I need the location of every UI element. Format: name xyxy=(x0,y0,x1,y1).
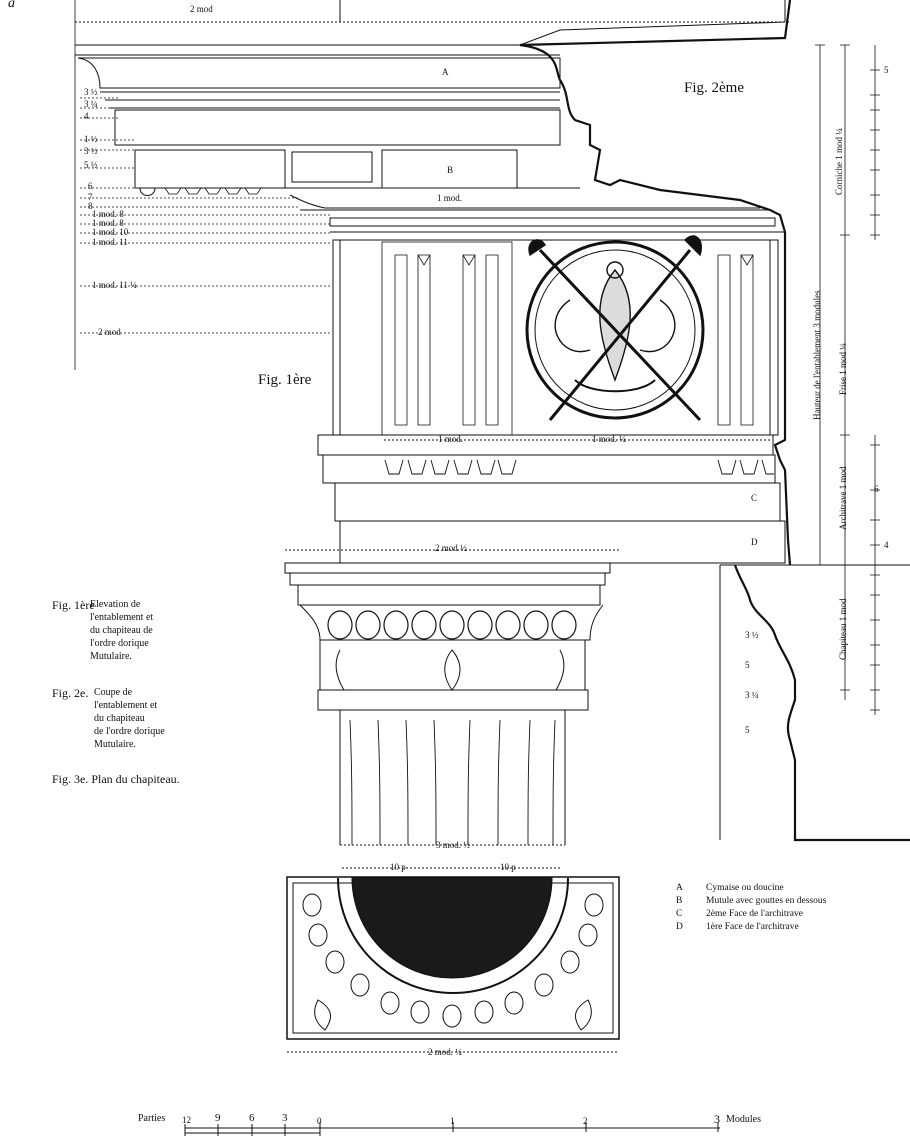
scale-tick-3b: 3 xyxy=(714,1112,720,1126)
left-tick-3: 4 xyxy=(84,111,89,121)
right-dimension-scale xyxy=(815,44,880,715)
vlabel-hauteur: Hauteur de l'entablement 3 modules xyxy=(812,290,822,420)
caption-fig2-line: l'entablement et xyxy=(94,700,158,711)
column-shaft xyxy=(339,710,566,846)
dim-1mod-frieze: 1 mod. xyxy=(438,434,464,444)
legend-item-c: C 2ème Face de l'architrave xyxy=(676,908,826,921)
right-tick-4: 3 ½ xyxy=(745,630,759,640)
scale-tick-12: 12 xyxy=(182,1115,191,1125)
left-dimension-guides xyxy=(74,0,330,370)
legend-text: Mutule avec gouttes en dessous xyxy=(706,896,827,906)
capital-plan xyxy=(286,867,620,1053)
section-letter-b: B xyxy=(447,165,454,175)
architrave xyxy=(317,434,786,564)
left-tick-5: 3 ½ xyxy=(84,146,98,156)
caption-fig1-body: Elevation de l'entablement et du chapite… xyxy=(90,598,153,663)
legend-item-a: A Cymaise ou doucine xyxy=(676,882,826,895)
left-tick-4: 1 ½ xyxy=(84,134,98,144)
vlabel-corniche: Corniche 1 mod ¼ xyxy=(834,128,844,195)
right-tick-2: 6 xyxy=(874,484,879,494)
left-dim-1mod-10: 1 mod. 10 xyxy=(92,227,129,237)
legend: A Cymaise ou doucine B Mutule avec gouttes… xyxy=(676,882,826,934)
caption-fig1-line: Elevation de xyxy=(90,599,141,610)
section-letter-c: C xyxy=(751,493,758,503)
caption-fig3: Fig. 3e. Plan du chapiteau. xyxy=(52,772,180,786)
caption-fig1-line: l'ordre dorique xyxy=(90,638,149,649)
left-tick-1: 3 ½ xyxy=(84,87,98,97)
guttae-row-top xyxy=(164,187,262,195)
caption-fig2-line: Mutulaire. xyxy=(94,739,136,750)
left-dim-1mod-11q: 1 mod. 11 ¼ xyxy=(92,280,137,290)
caption-fig1-line: l'entablement et xyxy=(90,612,154,623)
dim-top-2mod: 2 mod xyxy=(190,4,213,14)
left-tick-6: 5 ½ xyxy=(84,160,98,170)
left-tick-8: 7 xyxy=(88,192,93,202)
caption-fig2-body: Coupe de l'entablement et du chapiteau d… xyxy=(94,686,165,751)
caption-fig1-line: du chapiteau de xyxy=(90,625,153,636)
caption-fig1: Fig. 1ère xyxy=(52,596,95,614)
fig1-title: Fig. 1ère xyxy=(258,372,312,388)
dim-2mod-quarter-plan: 2 mod. ¼ xyxy=(428,1047,463,1057)
caption-fig2: Fig. 2e. xyxy=(52,684,88,702)
legend-item-d: D 1ère Face de l'architrave xyxy=(676,921,826,934)
caption-fig1-line: Mutulaire. xyxy=(90,651,132,662)
caption-fig2-line: de l'ordre dorique xyxy=(94,726,165,737)
legend-key: C xyxy=(676,909,683,919)
left-dim-1mod-8: 1 mod. 8 xyxy=(92,209,124,219)
legend-text: 2ème Face de l'architrave xyxy=(706,909,803,919)
vlabel-frise: Frise 1 mod ¼ xyxy=(838,342,848,395)
right-tick-6: 3 ¼ xyxy=(745,690,759,700)
scale-tick-6: 6 xyxy=(249,1112,255,1124)
legend-text: Cymaise ou doucine xyxy=(706,883,784,893)
scale-label: Parties xyxy=(138,1113,166,1124)
legend-text: 1ère Face de l'architrave xyxy=(706,922,799,932)
left-dim-1mod-11: 1 mod. 11 xyxy=(92,237,128,247)
left-tick-9: 8 xyxy=(88,201,93,211)
legend-key: A xyxy=(676,883,683,893)
dim-3mod-col: 3 mod. ½ xyxy=(436,840,471,850)
caption-fig2-line: du chapiteau xyxy=(94,713,145,724)
frieze xyxy=(332,235,779,441)
caption-fig2-head: Fig. 2e. xyxy=(52,686,89,700)
legend-key: D xyxy=(676,922,683,932)
section-letter-a: A xyxy=(442,67,449,77)
left-dim-1mod-8b: 1 mod. 8 xyxy=(92,218,124,228)
vlabel-architrave: Architrave 1 mod xyxy=(838,466,848,530)
right-tick-1: 5 xyxy=(884,65,889,75)
dim-2mod-half: 2 mod ½ xyxy=(435,543,467,553)
dim-10p-left: 10 p xyxy=(390,862,406,872)
scale-unit: Modules xyxy=(726,1114,761,1125)
caption-fig2-line: Coupe de xyxy=(94,687,133,698)
left-dim-2mod: 2 mod xyxy=(98,327,121,337)
scale-tick-3a: 3 xyxy=(282,1112,288,1124)
right-tick-7: 5 xyxy=(745,725,750,735)
scale-tick-2: 2 xyxy=(583,1116,588,1126)
capital xyxy=(284,549,620,711)
vlabel-chapiteau: Chapiteau 1 mod xyxy=(838,598,848,661)
corner-letter: a xyxy=(8,0,15,11)
right-tick-3: 4 xyxy=(884,540,889,550)
fig2-title: Fig. 2ème xyxy=(684,80,744,96)
dim-1mod-b: 1 mod. xyxy=(437,193,463,203)
guttae-row-architrave xyxy=(384,459,774,475)
section-letter-d: D xyxy=(751,537,758,547)
right-tick-5: 5 xyxy=(745,660,750,670)
scale-tick-0: 0 xyxy=(317,1116,322,1126)
cornice-elevation xyxy=(75,0,790,233)
scale-tick-1: 1 xyxy=(450,1116,455,1126)
section-profile xyxy=(519,0,910,842)
dim-10p-right: 10 p xyxy=(500,862,516,872)
legend-key: B xyxy=(676,896,683,906)
scale-tick-9: 9 xyxy=(215,1112,221,1124)
caption-fig1-head: Fig. 1ère xyxy=(52,598,95,612)
graphic-scale xyxy=(184,1122,720,1136)
metope-ornament xyxy=(525,235,705,422)
legend-item-b: B Mutule avec gouttes en dessous xyxy=(676,895,826,908)
left-tick-7: 6 xyxy=(88,181,93,191)
dim-1mod-quarter: 1 mod. ¼ xyxy=(592,434,627,444)
left-tick-2: 3 ¼ xyxy=(84,99,98,109)
